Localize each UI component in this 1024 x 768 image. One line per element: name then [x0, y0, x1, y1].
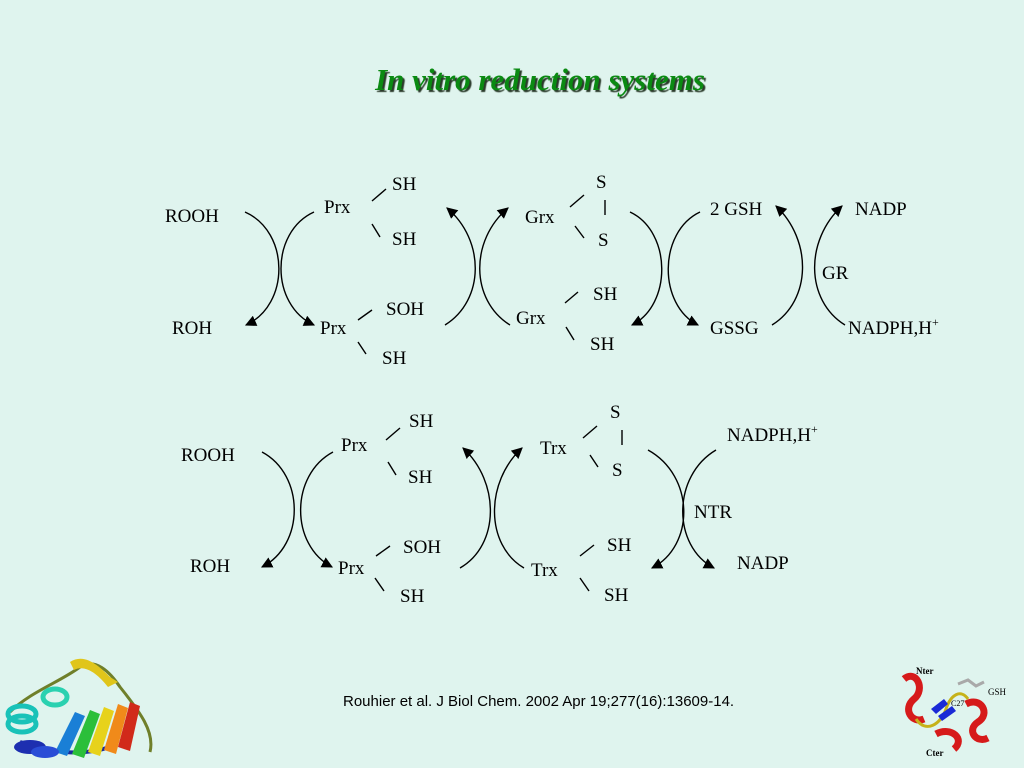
trx-s-top-label: S [610, 402, 621, 423]
citation: Rouhier et al. J Biol Chem. 2002 Apr 19;… [343, 693, 735, 710]
ntr-label: NTR [694, 502, 732, 523]
grx-s-top-label: S [596, 172, 607, 193]
grx-sh-top-label: SH [593, 284, 618, 305]
prx-sh-top-label-2: SH [409, 411, 434, 432]
prx-sh-ox-label: SH [382, 348, 407, 369]
grx-system [244, 188, 846, 355]
grx-oxidation-arrow [479, 207, 511, 326]
grx-sh-bottom-label: SH [590, 334, 615, 355]
prx-sh-bottom-label: SH [392, 229, 417, 250]
trx-regeneration-arrow [647, 449, 685, 569]
nadph-label-2: NADPH,H+ [727, 422, 818, 446]
rooh-label-2: ROOH [181, 445, 235, 466]
rooh-to-roh-arrow [244, 211, 280, 326]
gr-label: GR [822, 263, 849, 284]
grx-reduced-label: Grx [516, 308, 546, 329]
prx-soh-label: SOH [386, 299, 424, 320]
trx-s-bottom-label: S [612, 460, 623, 481]
rooh-to-roh-arrow-2 [261, 451, 295, 568]
nadp-label: NADP [855, 199, 907, 220]
prx-reduced-label-2: Prx [341, 435, 368, 456]
gsh-label: 2 GSH [710, 199, 763, 220]
grx-regeneration-arrow [629, 211, 663, 326]
trx-oxidation-arrow [493, 447, 525, 569]
protein-ribbon-left [5, 658, 153, 758]
prx-sh-ox-label-2: SH [400, 586, 425, 607]
trx-system-labels: ROOH ROH Prx SH SH Prx SOH SH Trx S S Tr… [181, 402, 818, 607]
trx-oxidized-label: Trx [540, 438, 567, 459]
c27-label: C27 [951, 699, 964, 708]
gsh-to-gssg-arrow [667, 211, 701, 326]
nadp-label-2: NADP [737, 553, 789, 574]
prx-sh-top-label: SH [392, 174, 417, 195]
trx-system [261, 425, 717, 592]
cter-label: Cter [926, 748, 944, 758]
gr-gssg-arrow [771, 205, 804, 326]
grx-system-labels: ROOH ROH Prx SH SH Prx SOH SH Grx S S Gr… [165, 172, 939, 369]
prx-reduced-label: Prx [324, 197, 351, 218]
prx-regeneration-arrow [444, 207, 476, 326]
trx-sh-top-label: SH [607, 535, 632, 556]
trx-reduced-label: Trx [531, 560, 558, 581]
prx-oxidation-arrow-2 [300, 451, 334, 568]
prx-sh-bottom-label-2: SH [408, 467, 433, 488]
prx-regeneration-arrow-2 [459, 447, 491, 569]
nadph-to-nadp-arrow-2 [682, 449, 717, 569]
page-title: In vitro reduction systems [375, 62, 705, 97]
prx-oxidation-arrow [280, 211, 316, 326]
nadph-to-nadp-arrow [814, 205, 846, 326]
trx-sh-bottom-label: SH [604, 585, 629, 606]
prx-soh-label-2: SOH [403, 537, 441, 558]
rooh-label: ROOH [165, 206, 219, 227]
prx-oxidized-label: Prx [320, 318, 347, 339]
roh-label: ROH [172, 318, 212, 339]
protein-ribbon-right: Nter GSH C27 Cter [901, 666, 1007, 758]
gsh-structure-label: GSH [988, 687, 1007, 697]
nter-label: Nter [916, 666, 934, 676]
prx-oxidized-label-2: Prx [338, 558, 365, 579]
roh-label-2: ROH [190, 556, 230, 577]
nadph-label: NADPH,H+ [848, 315, 939, 339]
grx-oxidized-label: Grx [525, 207, 555, 228]
gssg-label: GSSG [710, 318, 759, 339]
grx-s-bottom-label: S [598, 230, 609, 251]
